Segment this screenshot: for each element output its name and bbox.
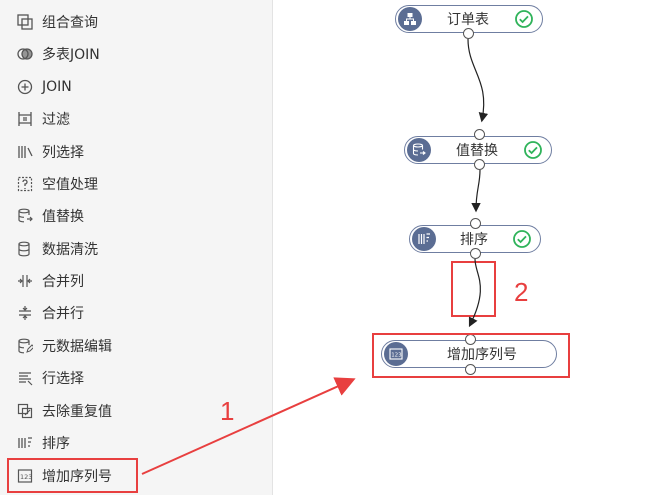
sidebar-item-label: 值替换 <box>42 209 84 225</box>
null-handling-icon <box>16 175 34 193</box>
join-icon <box>16 78 34 96</box>
node-sort[interactable]: 排序 <box>409 225 541 253</box>
sidebar-item-merge-rows[interactable]: 合并行 <box>0 298 272 328</box>
sidebar-item-label: 组合查询 <box>42 15 98 31</box>
sidebar-item-multi-join[interactable]: 多表JOIN <box>0 39 272 69</box>
check-circle-icon <box>524 141 542 159</box>
check-circle-icon <box>515 10 533 28</box>
row-select-icon <box>16 369 34 387</box>
sidebar-item-label: 合并列 <box>42 274 84 290</box>
sidebar-item-dedupe[interactable]: 去除重复值 <box>0 396 272 426</box>
sidebar-item-filter[interactable]: 过滤 <box>0 104 272 134</box>
filter-icon <box>16 110 34 128</box>
highlight-connection <box>451 261 496 317</box>
sidebar-item-add-serial[interactable]: 123 增加序列号 <box>0 461 272 491</box>
sidebar-item-combine-query[interactable]: 组合查询 <box>0 7 272 37</box>
multi-join-icon <box>16 45 34 63</box>
output-port[interactable] <box>470 248 481 259</box>
annotation-number-1: 1 <box>220 396 235 426</box>
add-serial-icon: 123 <box>384 342 408 366</box>
value-replace-icon <box>16 207 34 225</box>
add-serial-icon: 123 <box>16 467 34 485</box>
sidebar-item-metadata-edit[interactable]: 元数据编辑 <box>0 331 272 361</box>
combine-query-icon <box>16 13 34 31</box>
merge-rows-icon <box>16 304 34 322</box>
merge-columns-icon <box>16 272 34 290</box>
sidebar-item-data-clean[interactable]: 数据清洗 <box>0 234 272 264</box>
sidebar-item-label: 数据清洗 <box>42 242 98 258</box>
data-clean-icon <box>16 240 34 258</box>
output-port[interactable] <box>463 28 474 39</box>
sidebar-item-label: 多表JOIN <box>42 47 100 63</box>
sidebar-item-label: 空值处理 <box>42 177 98 193</box>
node-label: 排序 <box>460 232 488 248</box>
sidebar-item-column-select[interactable]: 列选择 <box>0 137 272 167</box>
input-port[interactable] <box>465 334 476 345</box>
operator-sidebar: 组合查询 多表JOIN JOIN 过滤 列选择 空值处理 值替换 <box>0 0 273 495</box>
sidebar-item-label: 合并行 <box>42 306 84 322</box>
sidebar-item-sort[interactable]: 排序 <box>0 428 272 458</box>
value-replace-icon <box>407 138 431 162</box>
sidebar-item-row-select[interactable]: 行选择 <box>0 363 272 393</box>
dedupe-icon <box>16 402 34 420</box>
sidebar-item-label: 增加序列号 <box>42 469 112 485</box>
node-label: 订单表 <box>447 12 489 28</box>
sidebar-item-join[interactable]: JOIN <box>0 72 272 102</box>
output-port[interactable] <box>465 364 476 375</box>
sidebar-item-null-handling[interactable]: 空值处理 <box>0 169 272 199</box>
sort-icon <box>412 227 436 251</box>
sidebar-item-label: 去除重复值 <box>42 404 112 420</box>
sidebar-item-label: 过滤 <box>42 112 70 128</box>
check-circle-icon <box>513 230 531 248</box>
input-port[interactable] <box>470 218 481 229</box>
svg-text:123: 123 <box>391 353 402 359</box>
sort-icon <box>16 434 34 452</box>
sidebar-item-label: 行选择 <box>42 371 84 387</box>
input-port[interactable] <box>474 129 485 140</box>
sidebar-item-merge-columns[interactable]: 合并列 <box>0 266 272 296</box>
sidebar-item-label: 元数据编辑 <box>42 339 112 355</box>
sidebar-item-label: 列选择 <box>42 145 84 161</box>
sidebar-item-value-replace[interactable]: 值替换 <box>0 201 272 231</box>
output-port[interactable] <box>474 159 485 170</box>
annotation-number-2: 2 <box>514 277 529 307</box>
sidebar-item-label: 排序 <box>42 436 70 452</box>
svg-text:123: 123 <box>20 473 32 481</box>
column-select-icon <box>16 143 34 161</box>
workflow-canvas[interactable]: 订单表 值替换 排序 123 增加序列号 2 <box>274 0 653 495</box>
node-label: 值替换 <box>456 143 498 159</box>
sidebar-item-label: JOIN <box>42 79 72 95</box>
table-source-icon <box>398 7 422 31</box>
node-label: 增加序列号 <box>447 347 517 363</box>
metadata-edit-icon <box>16 337 34 355</box>
